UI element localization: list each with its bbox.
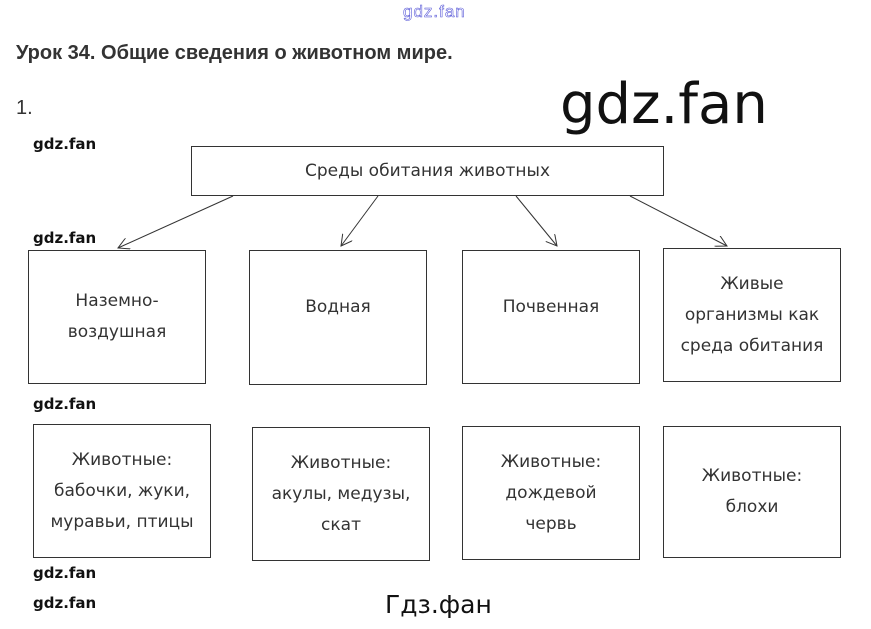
- habitat-box: Наземно-воздушная: [28, 250, 206, 384]
- watermark: gdz.fan: [33, 564, 97, 582]
- arrow: [629, 195, 727, 246]
- animals-box: Животные: бабочки, жуки, муравьи, птицы: [33, 424, 211, 558]
- animals-box: Животные: дождевой червь: [462, 426, 640, 560]
- habitat-box: Живые организмы как среда обитания: [663, 248, 841, 382]
- center-watermark: gdz.fan: [560, 72, 768, 137]
- animals-box: Животные: акулы, медузы, скат: [252, 427, 430, 561]
- arrow: [341, 195, 379, 246]
- site-watermark: gdz.fan: [403, 2, 466, 22]
- watermark: gdz.fan: [33, 594, 97, 612]
- task-number: 1.: [16, 97, 33, 119]
- arrow: [515, 195, 557, 246]
- habitat-box: Водная: [249, 250, 427, 385]
- arrow: [118, 195, 234, 248]
- root-box: Среды обитания животных: [191, 146, 664, 196]
- habitat-box: Почвенная: [462, 250, 640, 384]
- footer-watermark: Гдз.фан: [385, 590, 492, 619]
- watermark: gdz.fan: [33, 229, 97, 247]
- page-title: Урок 34. Общие сведения о животном мире.: [16, 42, 453, 64]
- animals-box: Животные: блохи: [663, 426, 841, 558]
- watermark: gdz.fan: [33, 395, 97, 413]
- watermark: gdz.fan: [33, 135, 97, 153]
